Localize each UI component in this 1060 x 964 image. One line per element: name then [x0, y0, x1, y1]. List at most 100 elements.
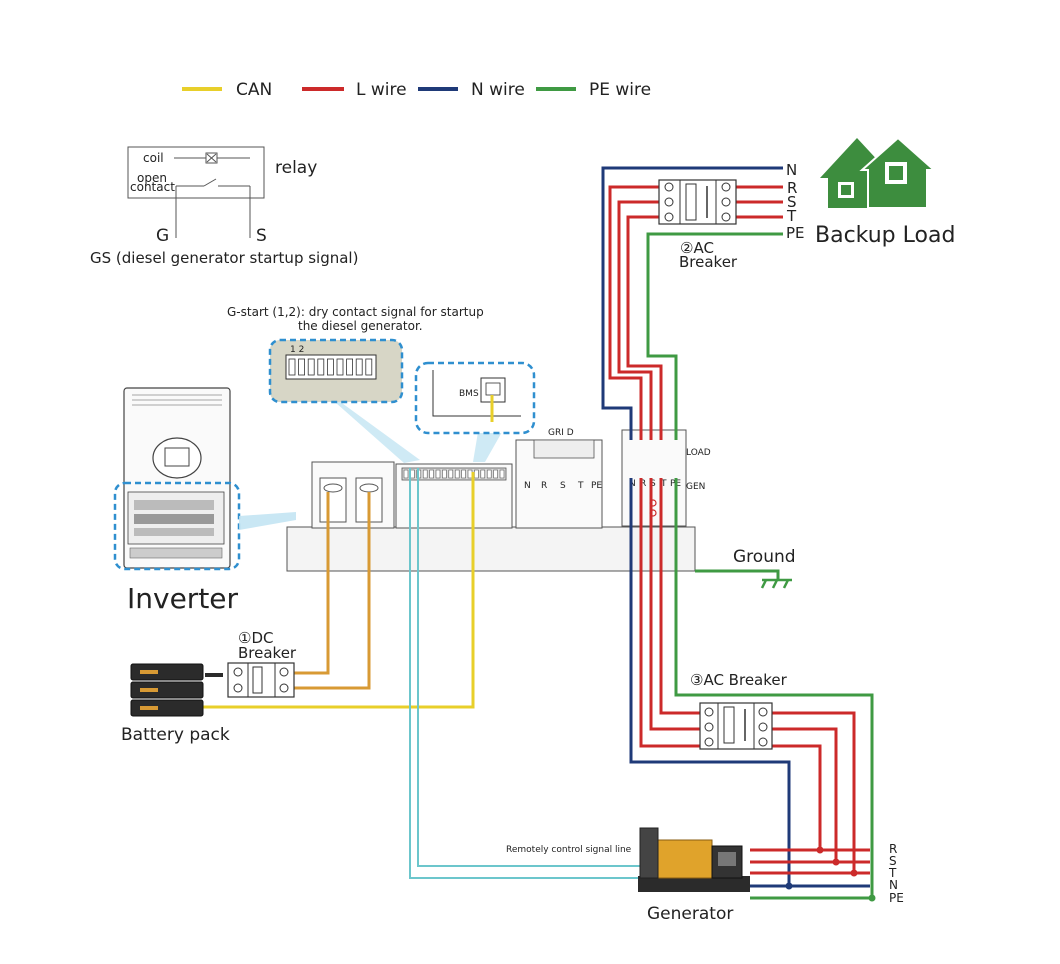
junction-r: [816, 846, 824, 854]
ac-breaker-3-label: ③AC Breaker: [690, 671, 788, 689]
junction-t: [850, 869, 858, 877]
relay-g-label: G: [156, 226, 169, 246]
battery-label: Battery pack: [121, 725, 230, 745]
ac-breaker-2-screw-r1: [721, 182, 731, 192]
battery-led-2: [140, 688, 158, 692]
callout-beam-inverter: [239, 512, 296, 530]
junction-n: [785, 882, 793, 890]
backup-line-t: T: [786, 207, 797, 225]
load-n-wire: [601, 166, 783, 440]
ground-icon: [760, 578, 792, 589]
gen-t-wire: [659, 478, 700, 715]
comm-pin: [493, 469, 498, 479]
comm-pin: [454, 469, 460, 479]
generator-icon: [638, 827, 750, 892]
comm-pin: [422, 469, 428, 479]
battery-module-1: [130, 663, 204, 681]
house-icon-right-window-in: [889, 166, 903, 180]
ac-breaker-2-screw-l2: [664, 197, 674, 207]
ac-breaker-2-line2: Breaker: [679, 253, 738, 271]
inverter-device: [113, 387, 241, 571]
ac-breaker-3-screw-r2: [758, 722, 768, 732]
comm-pin: [442, 469, 447, 479]
junction-s: [832, 858, 840, 866]
ac-breaker-2-handle: [685, 183, 697, 221]
grid-terminal-pe: PE: [591, 481, 602, 491]
dc-terminal-right-screw: [359, 483, 379, 493]
gen-line-s: S: [889, 854, 897, 868]
backup-line-r: R: [787, 179, 797, 197]
relay-title: relay: [275, 158, 317, 178]
gen-s-wire: [649, 478, 700, 731]
dc-breaker-1-screw-l1: [233, 667, 243, 677]
generator-base: [638, 876, 750, 892]
battery-led-3: [140, 706, 158, 710]
ac-breaker-3: [699, 702, 773, 750]
gstart-pin: [346, 358, 354, 376]
dc-breaker-1-screw-r1: [279, 667, 289, 677]
gstart-line2: the diesel generator.: [298, 319, 423, 333]
backup-line-s: S: [787, 193, 797, 211]
ac-breaker-3-handle: [723, 706, 735, 744]
ac-breaker-3-screw-l3: [704, 737, 714, 747]
dc-breaker-1-handle: [252, 666, 263, 694]
comm-pin: [461, 469, 466, 479]
dc-breaker-1-screw-r2: [279, 683, 289, 693]
legend-pe-wire-label: PE wire: [589, 80, 651, 100]
gstart-pin: [355, 358, 363, 376]
ac-breaker-2-screw-l1: [664, 182, 674, 192]
inverter-glands: [129, 547, 223, 559]
remote-signal-label: Remotely control signal line: [506, 845, 632, 855]
ac-breaker-2-screw-l3: [664, 212, 674, 222]
relay-s-label: S: [256, 226, 267, 246]
gstart-pin: [326, 358, 334, 376]
load-label: LOAD: [686, 448, 711, 458]
gstart-pin: [365, 358, 373, 376]
bms-callout: BMS: [414, 361, 536, 435]
gen-line-t: T: [888, 866, 897, 880]
load-terminal-r: R: [640, 479, 646, 489]
gstart-terminal-pins: [288, 358, 373, 376]
gstart-terminal-callout: 1 2: [268, 338, 404, 404]
backup-line-n: N: [786, 161, 797, 179]
signal-wire-2: [417, 468, 640, 867]
dc-terminal-left-screw: [323, 483, 343, 493]
grid-terminal-t: T: [577, 481, 584, 491]
comm-pin: [474, 469, 479, 479]
gen-line-r: R: [889, 842, 897, 856]
house-icon-left-window-in: [841, 185, 851, 195]
load-terminal-t: T: [660, 479, 667, 489]
comm-pin: [499, 469, 505, 479]
comm-pin: [435, 469, 441, 479]
backup-line-pe: PE: [786, 224, 805, 242]
gstart-pin: [317, 358, 325, 376]
relay-diagram: coil open contact relay G S GS (diesel g…: [90, 146, 358, 267]
gen-pe-wire: [674, 478, 874, 898]
battery-module-2: [130, 681, 204, 699]
ground-icon-tick2: [771, 579, 779, 589]
battery-pack-icon: [130, 663, 223, 717]
dc-breaker-1: [227, 662, 295, 698]
ac-breaker-2-screw-r3: [721, 212, 731, 222]
gstart-pins-label: 1 2: [290, 345, 304, 355]
generator-engine: [649, 839, 713, 879]
relay-caption: GS (diesel generator startup signal): [90, 249, 358, 267]
gen-r-wire: [639, 478, 700, 748]
wires: [203, 166, 874, 900]
relay-box: [127, 146, 265, 199]
inverter-terminal-row3: [134, 528, 214, 536]
comm-pin: [467, 469, 473, 479]
backup-load-title: Backup Load: [815, 223, 955, 248]
gen-line-pe: PE: [889, 891, 904, 905]
can-wire: [203, 472, 475, 709]
load-r-wire: [608, 185, 783, 440]
dc-breaker-1-screw-l2: [233, 683, 243, 693]
dc-breaker-1-line2: Breaker: [238, 644, 297, 662]
ground-wire: [695, 569, 780, 580]
load-pe-wire: [646, 232, 783, 440]
gstart-pin: [298, 358, 306, 376]
inverter-label: Inverter: [127, 582, 239, 615]
callout-beam-bms: [473, 432, 502, 462]
ground-icon-tick1: [760, 579, 768, 589]
